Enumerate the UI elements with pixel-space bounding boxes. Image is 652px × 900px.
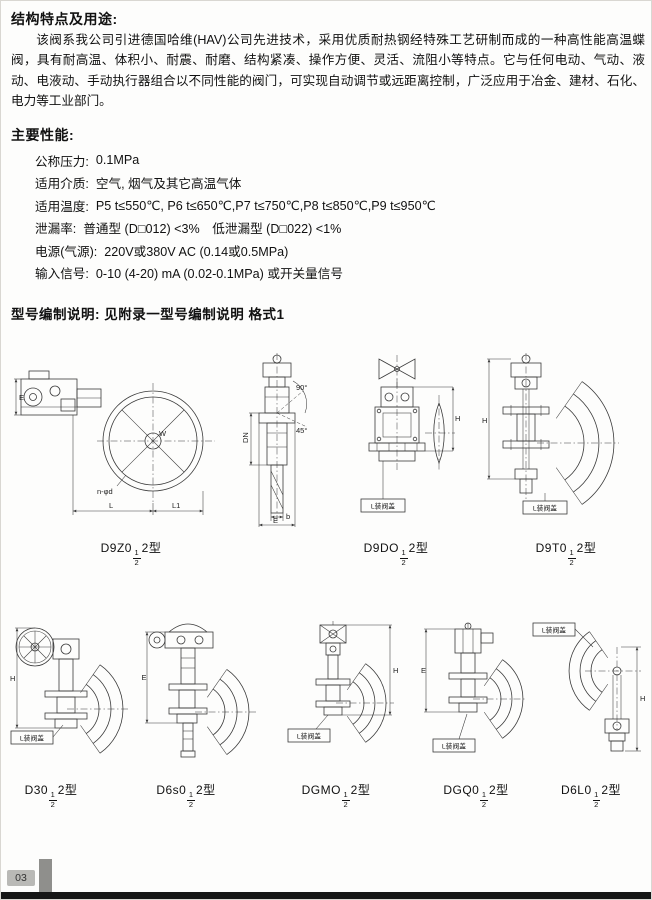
model-suffix: 2型 — [489, 783, 509, 797]
annotation-bonnet: L装阀盖 — [542, 626, 566, 635]
performance-item: 电源(气源): 220V或380V AC (0.14或0.5MPa) — [35, 239, 635, 262]
performance-item-label: 输入信号: — [35, 267, 89, 282]
model-numbering-heading: 型号编制说明: 见附录一型号编制说明 格式1 — [11, 307, 285, 322]
dim-label-l: L — [109, 501, 113, 510]
dim-label-h: H — [393, 666, 398, 675]
performance-item: 适用介质: 空气, 烟气及其它高温气体 — [35, 172, 635, 195]
dim-label-h: H — [640, 694, 645, 703]
dim-label-l1: L1 — [172, 501, 180, 510]
performance-item-label: 适用介质: — [35, 177, 89, 192]
annotation-bonnet: L装阀盖 — [442, 742, 466, 751]
annotation-bonnet: L装阀盖 — [20, 734, 44, 743]
features-heading: 结构特点及用途: — [11, 11, 118, 27]
performance-item-value: 0-10 (4-20) mA (0.02-0.1MPa) 或开关量信号 — [95, 267, 343, 282]
page-bottom-bar — [1, 892, 651, 899]
model-code: D9Z0 — [100, 541, 132, 555]
figure-d9z0-front-view: W E n-φd L L1 — [14, 370, 215, 515]
model-suffix: 2型 — [57, 783, 78, 797]
figure-d9do: H L装阀盖 — [360, 355, 460, 513]
performance-item-label: 适用温度: — [35, 199, 89, 214]
performance-item-label: 泄漏率: — [35, 222, 77, 237]
figure-d6l0: L装阀盖 H — [532, 622, 645, 752]
model-suffix: 2型 — [196, 783, 216, 797]
performance-heading: 主要性能: — [11, 127, 75, 143]
dim-label-w: W — [159, 429, 167, 438]
dim-label-90deg: 90° — [296, 383, 307, 392]
performance-item-value: 空气, 烟气及其它高温气体 — [95, 177, 242, 192]
dim-label-h: H — [10, 674, 15, 683]
dim-label-h: H — [455, 414, 460, 423]
model-suffix: 2型 — [141, 541, 162, 555]
performance-item-label: 电源(气源): — [35, 244, 98, 259]
figure-d9t0: H L装阀盖 — [482, 353, 619, 515]
dim-label-dn: DN — [241, 432, 250, 443]
page-edge-tab — [39, 859, 52, 893]
performance-item-value: 0.1MPa — [95, 153, 140, 168]
performance-list: 公称压力: 0.1MPa 适用介质: 空气, 烟气及其它高温气体 适用温度: P… — [35, 149, 635, 284]
performance-item: 适用温度: P5 t≤550℃, P6 t≤650℃,P7 t≤750℃,P8 … — [35, 194, 635, 217]
dim-label-45deg: 45° — [296, 426, 307, 435]
performance-item-label: 公称压力: — [35, 154, 89, 169]
performance-item-value: 普通型 (D□012) <3% 低泄漏型 (D□022) <1% — [83, 222, 342, 237]
dim-label-e: E — [421, 666, 426, 675]
performance-item-value: P5 t≤550℃, P6 t≤650℃,P7 t≤750℃,P8 t≤850℃… — [95, 198, 436, 213]
model-suffix: 2型 — [350, 783, 371, 797]
model-code: D9DO — [363, 541, 399, 555]
figure-dgmo: H L装阀盖 — [287, 621, 398, 743]
annotation-bonnet: L装阀盖 — [533, 504, 557, 513]
dim-label-b: b — [286, 512, 290, 521]
dim-label-h: H — [482, 416, 487, 425]
model-suffix: 2型 — [601, 783, 622, 797]
model-code: D6L0 — [560, 783, 592, 797]
dim-label-e: E — [19, 393, 24, 402]
model-suffix: 2型 — [576, 541, 597, 555]
dim-label-e: E — [273, 516, 278, 525]
dim-label-n-phi-d: n-φd — [97, 487, 113, 496]
model-code: D30 — [24, 783, 49, 797]
model-code: DGQ0 — [443, 783, 480, 797]
performance-item: 输入信号: 0-10 (4-20) mA (0.02-0.1MPa) 或开关量信… — [35, 262, 635, 285]
annotation-bonnet: L装阀盖 — [297, 732, 321, 741]
model-code: D6s0 — [156, 783, 187, 797]
performance-item: 泄漏率: 普通型 (D□012) <3% 低泄漏型 (D□022) <1% — [35, 217, 635, 240]
performance-item: 公称压力: 0.1MPa — [35, 149, 635, 172]
model-suffix: 2型 — [408, 541, 429, 555]
model-code: D9T0 — [535, 541, 567, 555]
dim-label-e: E — [142, 673, 147, 682]
figure-d6s0: E — [142, 623, 256, 758]
figure-d9z0-side-view: 90° 45° DN b E — [241, 353, 307, 527]
features-body: 该阀系我公司引进德国哈维(HAV)公司先进技术，采用优质耐热钢经特殊工艺研制而成… — [11, 33, 645, 109]
figure-dgq0: E L装阀盖 — [421, 622, 525, 753]
page-number: 03 — [7, 870, 35, 886]
performance-item-value: 220V或380V AC (0.14或0.5MPa) — [104, 244, 289, 259]
model-code: DGMO — [301, 783, 341, 797]
annotation-bonnet: L装阀盖 — [371, 502, 395, 511]
figure-d30: H L装阀盖 — [10, 627, 129, 754]
